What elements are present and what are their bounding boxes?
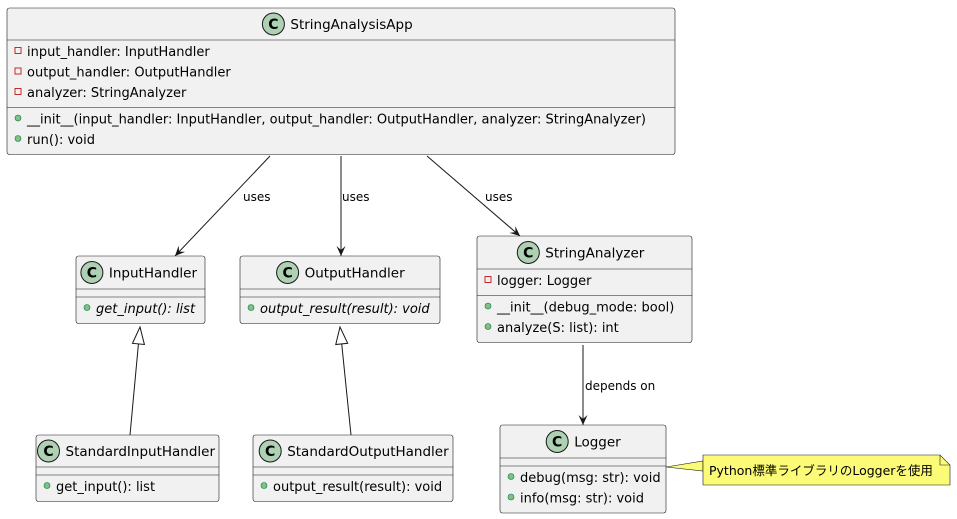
class-box: [252, 434, 454, 502]
method-text: debug(msg: str): void: [520, 471, 661, 486]
edge-label: uses: [485, 190, 513, 204]
svg-text:C: C: [523, 246, 533, 262]
class-name: StandardOutputHandler: [287, 444, 449, 460]
class-logger[interactable]: C Logger debug(msg: str): void info(msg: st…: [499, 424, 667, 514]
method: info(msg: str): void: [507, 492, 644, 507]
edge-label: uses: [243, 190, 271, 204]
class-name: StringAnalysisApp: [290, 17, 412, 33]
class-output[interactable]: C OutputHandler output_result(result): voi…: [239, 255, 441, 324]
attribute: analyzer: StringAnalyzer: [14, 86, 187, 101]
public-visibility-icon: [247, 304, 255, 311]
method-text: __init__(debug_mode: bool): [496, 301, 674, 316]
note-text: Python標準ライブラリのLoggerを使用: [709, 463, 933, 478]
svg-text:C: C: [265, 444, 275, 460]
method: run(): void: [14, 133, 95, 148]
attribute: logger: Logger: [484, 274, 592, 289]
class-box: [75, 255, 206, 324]
method-text: output_result(result): void: [273, 480, 442, 495]
method: debug(msg: str): void: [507, 471, 661, 486]
attribute: output_handler: OutputHandler: [14, 66, 231, 81]
method: get_input(): list: [43, 480, 155, 495]
private-visibility-icon: [484, 276, 492, 283]
method-text: output_result(result): void: [260, 302, 430, 317]
class-icon: C: [276, 261, 300, 284]
class-icon: C: [258, 439, 282, 463]
association-edge-analyzer-logger[interactable]: depends on: [578, 345, 656, 425]
method: get_input(): list: [83, 302, 196, 317]
inheritance-edge-stdout-output[interactable]: [335, 325, 352, 436]
method-text: analyze(S: list): int: [497, 321, 619, 336]
public-visibility-icon: [260, 482, 268, 489]
class-name: InputHandler: [109, 266, 198, 282]
svg-text:C: C: [282, 266, 292, 282]
class-name: StandardInputHandler: [66, 444, 216, 460]
private-visibility-icon: [14, 88, 22, 95]
note-logger: Python標準ライブラリのLoggerを使用: [665, 454, 951, 486]
class-name: StringAnalyzer: [545, 246, 644, 262]
inheritance-edge-stdin-input[interactable]: [129, 325, 146, 436]
class-name: Logger: [574, 435, 621, 451]
class-box: [35, 434, 220, 502]
attribute-text: input_handler: InputHandler: [27, 45, 210, 60]
method-text: info(msg: str): void: [520, 492, 644, 507]
class-app[interactable]: C StringAnalysisApp input_handler: InputHa…: [6, 7, 676, 155]
method: output_result(result): void: [260, 480, 442, 495]
public-visibility-icon: [14, 114, 22, 122]
association-edge-app-analyzer[interactable]: uses: [426, 155, 521, 237]
arrowhead-icon: [175, 245, 186, 256]
attribute-text: analyzer: StringAnalyzer: [27, 86, 187, 101]
svg-text:C: C: [87, 266, 97, 282]
private-visibility-icon: [14, 67, 22, 75]
public-visibility-icon: [484, 323, 492, 330]
svg-text:C: C: [268, 17, 278, 33]
class-input[interactable]: C InputHandler get_input(): list: [75, 255, 206, 324]
edge-label: depends on: [585, 379, 655, 393]
class-icon: C: [516, 241, 540, 264]
svg-text:C: C: [552, 435, 562, 451]
arrowhead-icon: [509, 226, 520, 236]
public-visibility-icon: [507, 473, 515, 480]
class-box: [6, 7, 676, 155]
public-visibility-icon: [507, 493, 515, 501]
method-text: get_input(): list: [96, 302, 196, 317]
private-visibility-icon: [14, 47, 22, 54]
method: __init__(debug_mode: bool): [484, 301, 674, 316]
class-analyzer[interactable]: C StringAnalyzer logger: Logger __init__(de…: [476, 235, 693, 343]
class-icon: C: [37, 439, 60, 463]
attribute: input_handler: InputHandler: [14, 45, 210, 60]
svg-text:C: C: [43, 444, 53, 460]
class-icon: C: [545, 430, 569, 453]
method: output_result(result): void: [247, 302, 430, 317]
public-visibility-icon: [484, 302, 492, 310]
class-box: [499, 424, 667, 514]
method-text: __init__(input_handler: InputHandler, ou…: [26, 113, 646, 128]
method-text: get_input(): list: [56, 480, 155, 495]
class-icon: C: [261, 12, 285, 36]
class-stdout[interactable]: C StandardOutputHandler output_result(resu…: [252, 434, 454, 502]
arrowhead-icon: [336, 246, 346, 256]
hollow-triangle-arrowhead-icon: [335, 325, 349, 346]
method: __init__(input_handler: InputHandler, ou…: [14, 113, 646, 128]
arrowhead-icon: [578, 415, 588, 425]
method-text: run(): void: [27, 133, 95, 148]
public-visibility-icon: [14, 135, 22, 142]
class-icon: C: [80, 261, 104, 284]
edge-label: uses: [342, 190, 370, 204]
class-name: OutputHandler: [305, 266, 406, 282]
hollow-triangle-arrowhead-icon: [131, 325, 146, 346]
method: analyze(S: list): int: [484, 321, 619, 336]
class-stdin[interactable]: C StandardInputHandler get_input(): list: [35, 434, 220, 502]
association-edge-app-output[interactable]: uses: [336, 156, 370, 256]
attribute-text: output_handler: OutputHandler: [27, 66, 231, 81]
association-edge-app-input[interactable]: uses: [174, 155, 271, 257]
public-visibility-icon: [43, 482, 51, 489]
public-visibility-icon: [83, 304, 91, 311]
attribute-text: logger: Logger: [497, 274, 592, 289]
